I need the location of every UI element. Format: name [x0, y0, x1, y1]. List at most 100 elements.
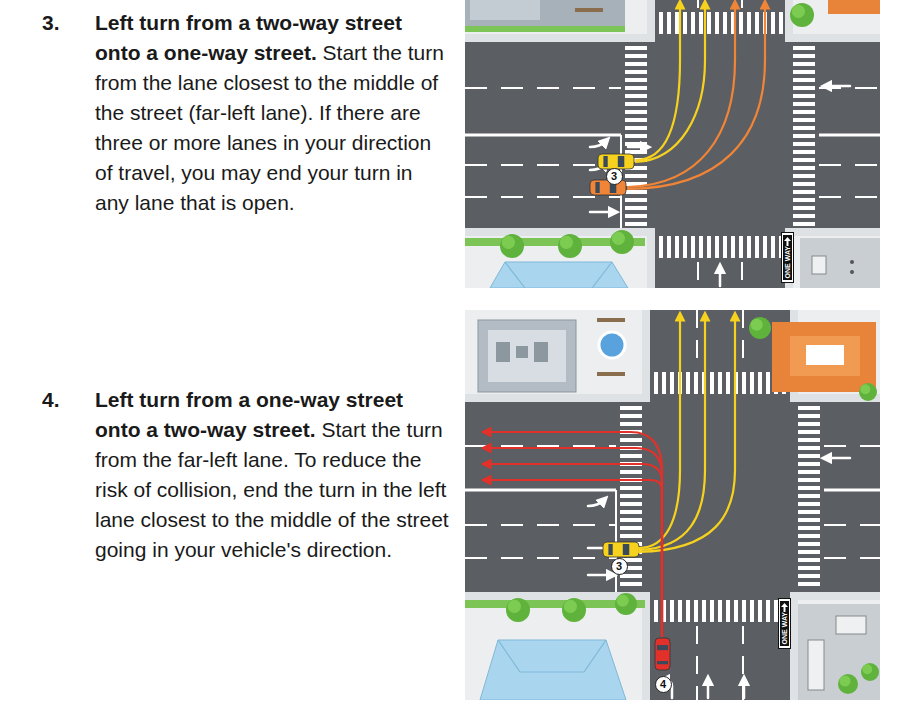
building-detail: [850, 260, 854, 264]
callout-text: 3: [611, 171, 617, 182]
lane-dash: [697, 0, 699, 8]
building: [478, 320, 576, 392]
crosswalk-stripe: [723, 12, 727, 34]
crosswalk-stripe: [667, 236, 671, 258]
crosswalk-stripe: [798, 478, 820, 482]
crosswalk-stripe: [625, 54, 647, 58]
turn-path: [486, 432, 662, 636]
roof-ridge: [498, 640, 520, 672]
turn-path: [628, 4, 765, 189]
crosswalk-stripe: [798, 558, 820, 562]
crosswalk-stripe: [625, 214, 647, 218]
crosswalk-stripe: [620, 470, 642, 474]
bench: [597, 372, 625, 376]
lane-dash: [742, 310, 744, 368]
lane-dash: [697, 262, 699, 288]
crosswalk-stripe: [620, 494, 642, 498]
crosswalk-stripe: [625, 150, 647, 154]
crosswalk-stripe: [620, 406, 642, 410]
callout-number: 3: [611, 558, 628, 575]
car-rear-window: [608, 544, 612, 555]
sign-text: ONE WAY: [784, 246, 791, 278]
crosswalk-stripe: [662, 372, 666, 394]
crosswalk-stripe: [793, 158, 815, 162]
crosswalk-stripe: [731, 236, 735, 258]
crosswalk-stripe: [620, 574, 642, 578]
crosswalk-stripe: [625, 78, 647, 82]
yellow-car: [603, 542, 639, 557]
turn-path: [628, 4, 735, 187]
crosswalk-stripe: [715, 236, 719, 258]
crosswalk-stripe: [747, 12, 751, 34]
orange-roof-building: [772, 322, 876, 392]
building-detail: [496, 342, 510, 362]
crosswalk-stripe: [675, 12, 679, 34]
turn-path: [486, 480, 662, 636]
crosswalk-stripe: [742, 372, 746, 394]
crosswalk-stripe: [793, 118, 815, 122]
car-windshield: [657, 645, 668, 650]
crosswalk-stripe: [779, 12, 783, 34]
car-rear-window: [595, 182, 599, 193]
intersection-scene: [465, 310, 880, 700]
lane-dash: [465, 524, 616, 526]
crosswalk-stripe: [620, 518, 642, 522]
crosswalk-stripe: [771, 12, 775, 34]
turn-path: [486, 448, 662, 636]
yellow-car: [598, 154, 634, 169]
crosswalk-stripe: [620, 582, 642, 586]
crosswalk-stripe: [625, 46, 647, 50]
crosswalk-stripe: [686, 600, 690, 622]
instruction-item: 3.Left turn from a two-way street onto a…: [42, 8, 451, 218]
crosswalk-stripe: [750, 372, 754, 394]
corner-block: [793, 236, 880, 288]
crosswalk-stripe: [793, 198, 815, 202]
tree-highlight: [564, 600, 577, 613]
crosswalk-stripe: [798, 582, 820, 586]
crosswalk-stripe: [793, 206, 815, 210]
crosswalk-stripe: [699, 12, 703, 34]
crosswalk-stripe: [793, 214, 815, 218]
crosswalk-stripe: [620, 414, 642, 418]
tree: [859, 383, 877, 401]
roof-ridge: [520, 671, 584, 672]
car-windshield: [618, 156, 624, 167]
building-roof: [488, 330, 566, 382]
crosswalk-stripe: [793, 70, 815, 74]
tree: [838, 674, 858, 694]
corner-block: [465, 600, 642, 700]
tree: [610, 230, 634, 254]
crosswalk-stripe: [758, 372, 762, 394]
crosswalk-stripe: [620, 454, 642, 458]
intersection-scene: [465, 0, 880, 288]
lane-arrow: [590, 211, 614, 214]
crosswalk-stripe: [798, 406, 820, 410]
crosswalk-stripe: [793, 54, 815, 58]
corner-block: [465, 0, 647, 34]
crosswalk-stripe: [798, 502, 820, 506]
car-rear-window: [603, 156, 607, 167]
item-number: 4.: [42, 385, 60, 415]
crosswalk-stripe: [771, 236, 775, 258]
lane-dash: [465, 87, 621, 89]
tree-highlight: [862, 664, 872, 674]
crosswalk-stripe: [715, 12, 719, 34]
corner-block: [798, 600, 880, 700]
crosswalk-stripe: [798, 430, 820, 434]
building-detail: [534, 342, 548, 362]
tree: [558, 234, 582, 258]
crosswalk-stripe: [718, 600, 722, 622]
one-way-sign: ONE WAY: [778, 598, 791, 649]
tree: [861, 663, 879, 681]
tree-highlight: [860, 384, 870, 394]
center-line: [824, 489, 880, 492]
crosswalk-stripe: [667, 12, 671, 34]
crosswalk-stripe: [710, 600, 714, 622]
lane-dash: [742, 626, 744, 700]
turn-path: [486, 464, 662, 636]
crosswalk-stripe: [793, 190, 815, 194]
crosswalk-stripe: [625, 126, 647, 130]
crosswalk-stripe: [659, 12, 663, 34]
crosswalk-stripe: [625, 142, 647, 146]
roof-ridge: [584, 640, 606, 672]
